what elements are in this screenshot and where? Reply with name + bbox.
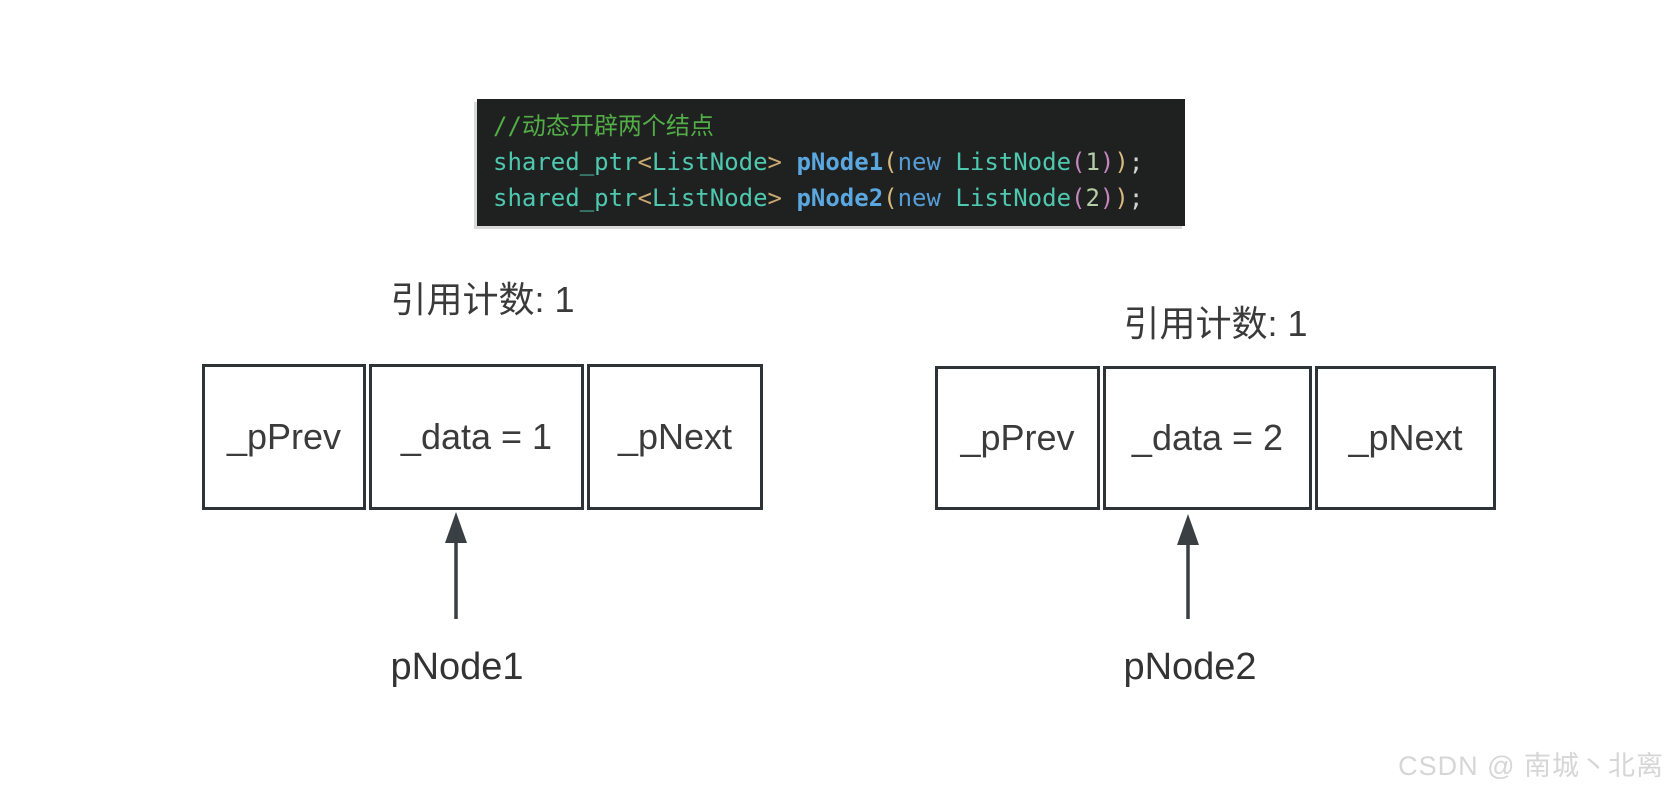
code-line: shared_ptr<ListNode> pNode1(new ListNode…	[493, 148, 1144, 176]
node2-cell-data: _data = 2	[1103, 366, 1312, 510]
code-line: shared_ptr<ListNode> pNode2(new ListNode…	[493, 184, 1144, 212]
node2-cell-pprev: _pPrev	[935, 366, 1100, 510]
csdn-watermark: CSDN @ 南城丶北离	[1398, 751, 1664, 781]
node2-box: _pPrev _data = 2 _pNext	[935, 366, 1496, 510]
node1-box: _pPrev _data = 1 _pNext	[202, 364, 763, 510]
code-line: //动态开辟两个结点	[493, 112, 714, 140]
node1-cell-data: _data = 1	[369, 364, 584, 510]
pointer-label-pnode1: pNode1	[390, 646, 524, 688]
pointer-up-arrow-icon	[445, 512, 467, 619]
code-snippet: //动态开辟两个结点 shared_ptr<ListNode> pNode1(ne…	[477, 99, 1185, 226]
node2-cell-pnext: _pNext	[1315, 366, 1496, 510]
pointer-label-pnode2: pNode2	[1123, 646, 1257, 688]
pointer-up-arrow-icon	[1177, 514, 1199, 619]
node1-cell-pprev: _pPrev	[202, 364, 366, 510]
ref-count-label-node2: 引用计数: 1	[1123, 303, 1308, 344]
ref-count-label-node1: 引用计数: 1	[390, 279, 575, 320]
node1-cell-pnext: _pNext	[587, 364, 763, 510]
